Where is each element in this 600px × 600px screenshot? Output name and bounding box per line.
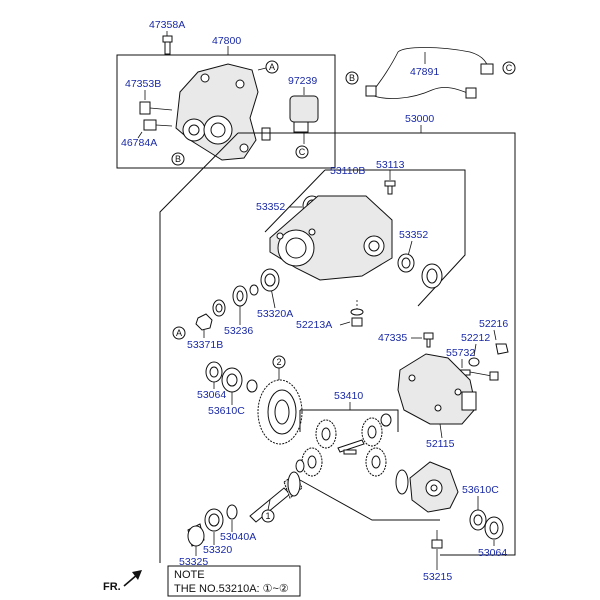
plug-52213A-drawing bbox=[350, 300, 364, 327]
gasket-52212-drawing bbox=[468, 357, 480, 367]
svg-text:B: B bbox=[349, 73, 355, 83]
ref-B-circle-top bbox=[171, 152, 185, 166]
bolt-53215-drawing bbox=[431, 530, 443, 549]
svg-text:1: 1 bbox=[265, 511, 270, 521]
differential-case-drawing bbox=[395, 461, 459, 513]
label-53610C-left[interactable]: 53610C bbox=[208, 405, 245, 417]
differential-gear-frame bbox=[299, 409, 440, 521]
label-52115[interactable]: 52115 bbox=[426, 438, 455, 450]
note-text: THE NO.53210A: ①~② bbox=[174, 583, 289, 595]
seal-53352-right-drawing bbox=[397, 253, 415, 273]
label-53320[interactable]: 53320 bbox=[203, 544, 232, 556]
label-53352-left[interactable]: 53352 bbox=[256, 201, 285, 213]
svg-text:C: C bbox=[299, 147, 306, 157]
note-box bbox=[167, 565, 301, 597]
label-47335[interactable]: 47335 bbox=[378, 332, 407, 344]
note-title: NOTE bbox=[174, 569, 205, 581]
label-53215[interactable]: 53215 bbox=[423, 571, 452, 583]
label-53352-right[interactable]: 53352 bbox=[399, 229, 428, 241]
sensor-47353B-drawing bbox=[139, 101, 173, 115]
spacer-53236-drawing bbox=[212, 285, 248, 317]
label-52213A[interactable]: 52213A bbox=[296, 319, 332, 331]
bolt-53113-drawing bbox=[384, 180, 396, 195]
label-52216[interactable]: 52216 bbox=[479, 318, 508, 330]
svg-text:A: A bbox=[176, 328, 182, 338]
bolt-47358A-drawing bbox=[162, 35, 173, 55]
nut-53371B-drawing bbox=[195, 313, 213, 331]
rear-cover-52115-drawing bbox=[397, 353, 477, 425]
cover-assembly-box bbox=[116, 54, 336, 169]
svg-text:A: A bbox=[269, 62, 275, 72]
cover-housing-drawing bbox=[175, 63, 271, 161]
label-55732[interactable]: 55732 bbox=[446, 347, 475, 359]
label-53410[interactable]: 53410 bbox=[334, 390, 363, 402]
label-53064-left[interactable]: 53064 bbox=[197, 389, 226, 401]
label-47891[interactable]: 47891 bbox=[410, 66, 439, 78]
front-label: FR. bbox=[103, 581, 121, 593]
actuator-97239-drawing bbox=[289, 95, 319, 144]
differential-gears-drawing bbox=[295, 413, 392, 477]
ref-B-circle-harness bbox=[345, 71, 359, 85]
svg-text:C: C bbox=[506, 63, 513, 73]
label-53064-right[interactable]: 53064 bbox=[478, 547, 507, 559]
differential-assembly-frame bbox=[159, 132, 516, 563]
label-97239[interactable]: 97239 bbox=[288, 75, 317, 87]
label-53236[interactable]: 53236 bbox=[224, 325, 253, 337]
label-46784A[interactable]: 46784A bbox=[121, 137, 157, 149]
bearing-53610C-right-drawing bbox=[469, 509, 504, 540]
label-47353B[interactable]: 47353B bbox=[125, 78, 161, 90]
label-52212[interactable]: 52212 bbox=[461, 332, 490, 344]
label-53040A[interactable]: 53040A bbox=[220, 531, 256, 543]
bearing-53320-drawing bbox=[187, 504, 238, 547]
label-53610C-right[interactable]: 53610C bbox=[462, 484, 499, 496]
label-53325[interactable]: 53325 bbox=[179, 556, 208, 568]
label-53371B[interactable]: 53371B bbox=[187, 339, 223, 351]
ref-C-circle-harness bbox=[502, 61, 516, 75]
connector-46784A-drawing bbox=[143, 119, 173, 131]
svg-text:B: B bbox=[175, 154, 181, 164]
pinion-shaft-drawing bbox=[249, 471, 303, 523]
ref-A-circle-top bbox=[265, 60, 279, 74]
label-47800[interactable]: 47800 bbox=[212, 35, 241, 47]
label-47358A[interactable]: 47358A bbox=[149, 19, 185, 31]
label-53110B[interactable]: 53110B bbox=[330, 165, 365, 177]
ring-gear-drawing bbox=[257, 379, 303, 445]
plug-52216-drawing bbox=[495, 343, 509, 355]
bearing-53320A-drawing bbox=[249, 268, 280, 296]
ref-A-circle-nut bbox=[172, 326, 186, 340]
label-53113[interactable]: 53113 bbox=[376, 159, 405, 171]
ref-C-circle-top bbox=[295, 145, 309, 159]
carrier-housing-drawing bbox=[269, 195, 393, 281]
bolt-47335-drawing bbox=[423, 332, 434, 348]
label-53000[interactable]: 53000 bbox=[405, 113, 434, 125]
svg-text:2: 2 bbox=[276, 357, 281, 367]
front-arrow-icon bbox=[123, 570, 142, 587]
wiring-harness-47891-drawing bbox=[365, 47, 494, 99]
label-53320A[interactable]: 53320A bbox=[257, 308, 293, 320]
seal-right-outer-drawing bbox=[421, 263, 443, 289]
